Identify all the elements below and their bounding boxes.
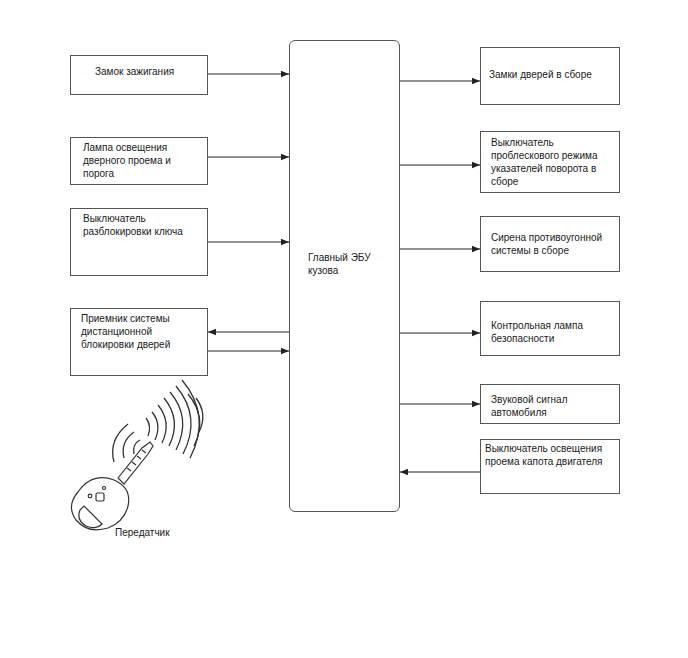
component-label: Приемник системы дистанционной блокировк… <box>81 312 201 351</box>
component-box: Лампа освещения дверного проема и порога <box>70 137 208 185</box>
component-label: Контрольная лампа безопасности <box>491 319 613 345</box>
component-label: Выключатель проблескового режима указате… <box>491 136 613 188</box>
signal-arrow <box>208 242 289 243</box>
signal-arrow <box>400 472 480 473</box>
signal-arrow <box>400 165 480 166</box>
component-label: Выключатель освещения проема капота двиг… <box>485 442 613 468</box>
component-label: Замок зажигания <box>95 65 201 78</box>
component-box: Выключатель освещения проема капота двиг… <box>480 439 620 494</box>
signal-arrow <box>208 157 289 158</box>
signal-arrow <box>208 332 289 333</box>
component-label: Лампа освещения дверного проема и порога <box>83 141 201 180</box>
component-box: Выключатель проблескового режима указате… <box>480 131 620 193</box>
component-label: Сирена противоугонной системы в сборе <box>491 231 613 257</box>
control-unit-box: Главный ЭБУ кузова <box>289 40 400 512</box>
component-label: Звуковой сигнал автомобиля <box>491 393 613 419</box>
signal-arrow <box>208 74 289 75</box>
signal-arrow <box>400 404 480 405</box>
signal-arrow <box>400 249 480 250</box>
part-name: Передатчик <box>115 526 170 539</box>
component-box: Выключатель разблокировки ключа <box>70 208 208 276</box>
signal-arrow <box>208 351 289 352</box>
component-label: Главный ЭБУ кузова <box>308 251 388 277</box>
component-box: Звуковой сигнал автомобиля <box>480 384 620 424</box>
component-label: Замки дверей в сборе <box>489 68 613 81</box>
component-box: Замок зажигания <box>70 55 208 95</box>
component-box: Приемник системы дистанционной блокировк… <box>70 308 208 376</box>
component-box: Сирена противоугонной системы в сборе <box>480 216 620 272</box>
signal-arrow <box>400 333 480 334</box>
signal-arrow <box>400 81 480 82</box>
component-box: Контрольная лампа безопасности <box>480 301 620 356</box>
component-box: Замки дверей в сборе <box>480 47 620 105</box>
component-label: Выключатель разблокировки ключа <box>83 212 201 238</box>
